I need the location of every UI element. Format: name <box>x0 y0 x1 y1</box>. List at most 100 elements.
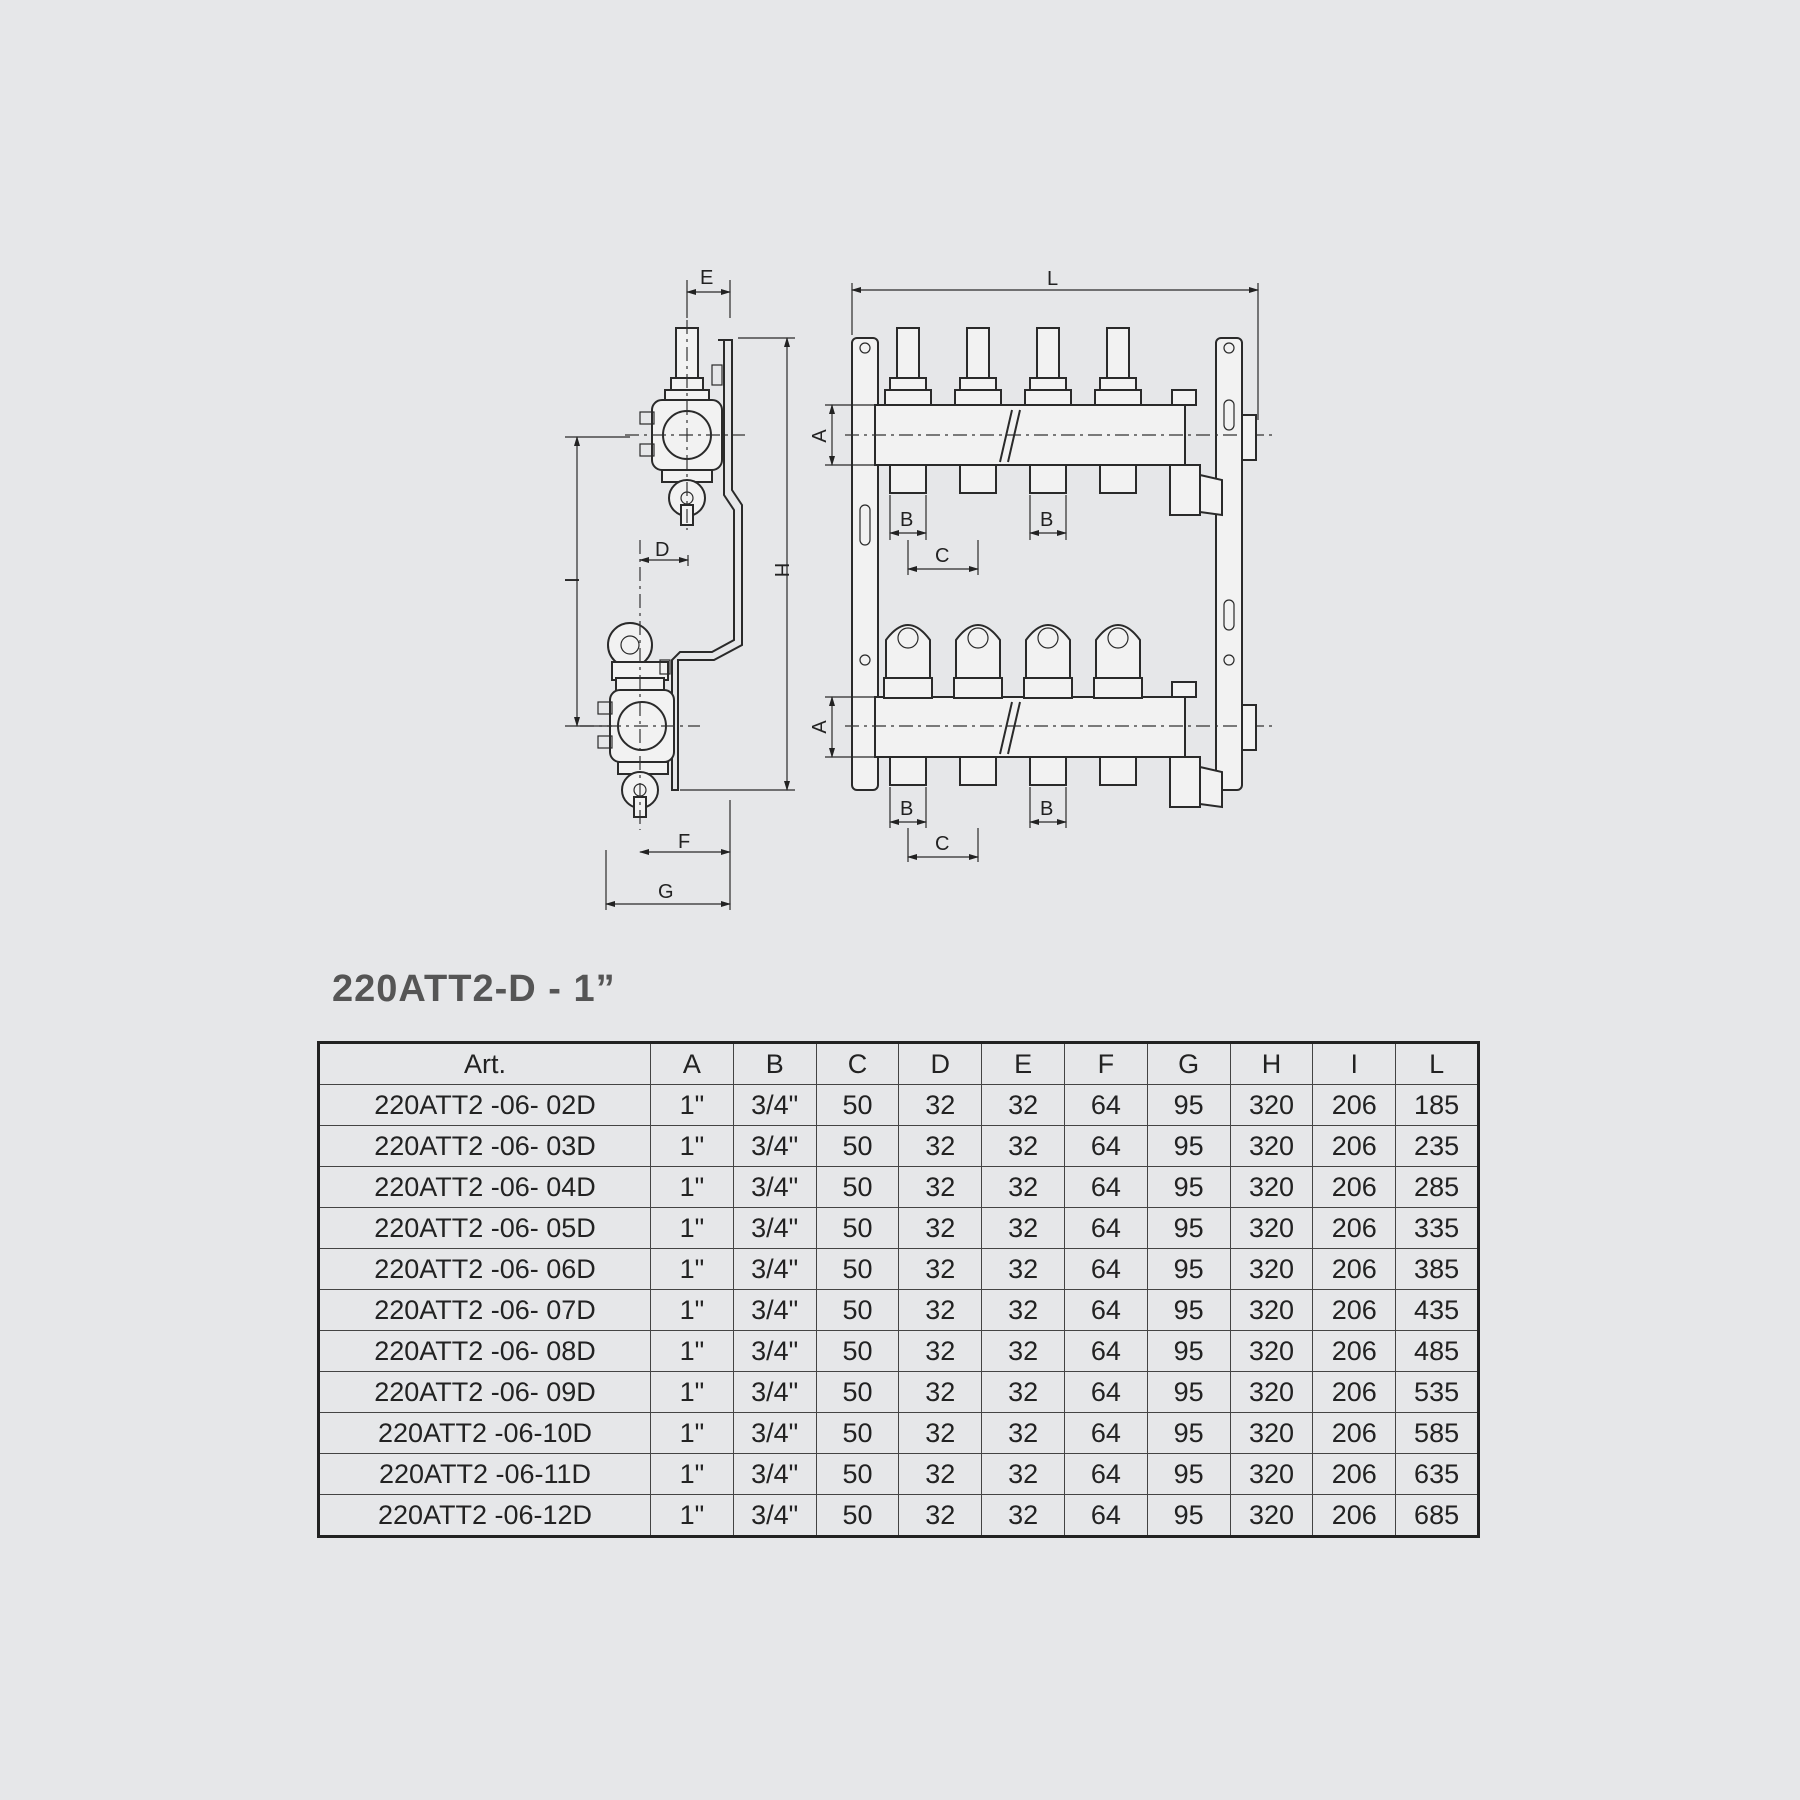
table-title: 220ATT2-D - 1” <box>332 968 616 1010</box>
table-cell: 32 <box>981 1125 1065 1167</box>
table-cell: 95 <box>1146 1166 1231 1208</box>
table-cell: 64 <box>1063 1248 1148 1290</box>
table-cell: 685 <box>1395 1494 1479 1537</box>
side-view: E H I D F G <box>560 267 795 910</box>
label-b-top-right: B <box>1040 509 1053 531</box>
col-header-g: G <box>1146 1042 1231 1085</box>
bracket-left <box>851 337 879 791</box>
table-cell: 64 <box>1063 1412 1148 1454</box>
label-g: G <box>658 881 674 903</box>
label-f: F <box>678 831 690 853</box>
table-cell: 220ATT2 -06- 08D <box>318 1330 651 1372</box>
table-cell: 95 <box>1146 1248 1231 1290</box>
table-cell: 1" <box>650 1289 734 1331</box>
table-cell: 1" <box>650 1453 734 1495</box>
label-i: I <box>560 577 582 583</box>
label-h: H <box>770 563 792 577</box>
table-cell: 320 <box>1229 1412 1314 1454</box>
table-cell: 220ATT2 -06- 09D <box>318 1371 651 1413</box>
table-cell: 50 <box>815 1248 900 1290</box>
top-manifold-bar <box>874 404 1186 466</box>
table-cell: 3/4" <box>732 1494 817 1537</box>
table-cell: 50 <box>815 1289 900 1331</box>
label-d: D <box>655 539 669 561</box>
table-cell: 32 <box>898 1125 983 1167</box>
technical-drawing: E H I D F G L <box>560 267 1272 910</box>
table-cell: 50 <box>815 1494 900 1537</box>
col-header-art: Art. <box>318 1042 651 1085</box>
table-cell: 320 <box>1229 1166 1314 1208</box>
table-cell: 635 <box>1395 1453 1479 1495</box>
table-cell: 385 <box>1395 1248 1479 1290</box>
table-cell: 32 <box>898 1453 983 1495</box>
label-a-bottom: A <box>809 720 831 734</box>
table-cell: 64 <box>1063 1207 1148 1249</box>
table-cell: 220ATT2 -06- 06D <box>318 1248 651 1290</box>
table-cell: 32 <box>898 1166 983 1208</box>
table-cell: 50 <box>815 1207 900 1249</box>
table-cell: 3/4" <box>732 1371 817 1413</box>
table-cell: 220ATT2 -06- 05D <box>318 1207 651 1249</box>
bottom-manifold-bar <box>874 696 1186 758</box>
table-cell: 3/4" <box>732 1166 817 1208</box>
table-cell: 3/4" <box>732 1248 817 1290</box>
table-cell: 320 <box>1229 1289 1314 1331</box>
table-cell: 285 <box>1395 1166 1479 1208</box>
table-cell: 32 <box>981 1412 1065 1454</box>
side-bracket <box>671 339 743 791</box>
table-cell: 1" <box>650 1330 734 1372</box>
table-cell: 50 <box>815 1371 900 1413</box>
table-cell: 335 <box>1395 1207 1479 1249</box>
table-cell: 320 <box>1229 1084 1314 1126</box>
table-cell: 206 <box>1312 1289 1397 1331</box>
table-cell: 220ATT2 -06- 04D <box>318 1166 651 1208</box>
table-cell: 32 <box>981 1453 1065 1495</box>
table-cell: 95 <box>1146 1371 1231 1413</box>
col-header-h: H <box>1229 1042 1314 1085</box>
table-cell: 64 <box>1063 1125 1148 1167</box>
table-cell: 1" <box>650 1166 734 1208</box>
table-cell: 320 <box>1229 1125 1314 1167</box>
top-flow-meters <box>884 327 1197 406</box>
table-cell: 64 <box>1063 1494 1148 1537</box>
table-cell: 220ATT2 -06- 03D <box>318 1125 651 1167</box>
table-header-row: Art. A B C D E F G H I L <box>318 1042 1479 1085</box>
col-header-c: C <box>815 1042 900 1085</box>
table-cell: 32 <box>898 1248 983 1290</box>
bottom-valve-heads <box>883 624 1197 699</box>
table-cell: 64 <box>1063 1166 1148 1208</box>
table-cell: 3/4" <box>732 1125 817 1167</box>
table-cell: 3/4" <box>732 1207 817 1249</box>
table-cell: 95 <box>1146 1125 1231 1167</box>
table-cell: 1" <box>650 1494 734 1537</box>
table-cell: 220ATT2 -06-11D <box>318 1453 651 1495</box>
table-cell: 64 <box>1063 1289 1148 1331</box>
table-cell: 1" <box>650 1125 734 1167</box>
table-cell: 64 <box>1063 1453 1148 1495</box>
table-cell: 1" <box>650 1084 734 1126</box>
col-header-a: A <box>650 1042 734 1085</box>
table-cell: 95 <box>1146 1330 1231 1372</box>
label-c-top: C <box>935 545 949 567</box>
table-cell: 32 <box>981 1207 1065 1249</box>
table-cell: 50 <box>815 1412 900 1454</box>
table-cell: 206 <box>1312 1084 1397 1126</box>
col-header-b: B <box>732 1042 817 1085</box>
table-cell: 3/4" <box>732 1412 817 1454</box>
specification-table: Art. A B C D E F G H I L 220ATT2 -06- 02… <box>317 1041 1480 1538</box>
table-cell: 50 <box>815 1084 900 1126</box>
table-cell: 206 <box>1312 1453 1397 1495</box>
table-cell: 3/4" <box>732 1289 817 1331</box>
table-cell: 585 <box>1395 1412 1479 1454</box>
table-cell: 3/4" <box>732 1453 817 1495</box>
table-cell: 220ATT2 -06-10D <box>318 1412 651 1454</box>
label-a-top: A <box>809 429 831 443</box>
table-cell: 32 <box>981 1494 1065 1537</box>
table-cell: 32 <box>981 1166 1065 1208</box>
